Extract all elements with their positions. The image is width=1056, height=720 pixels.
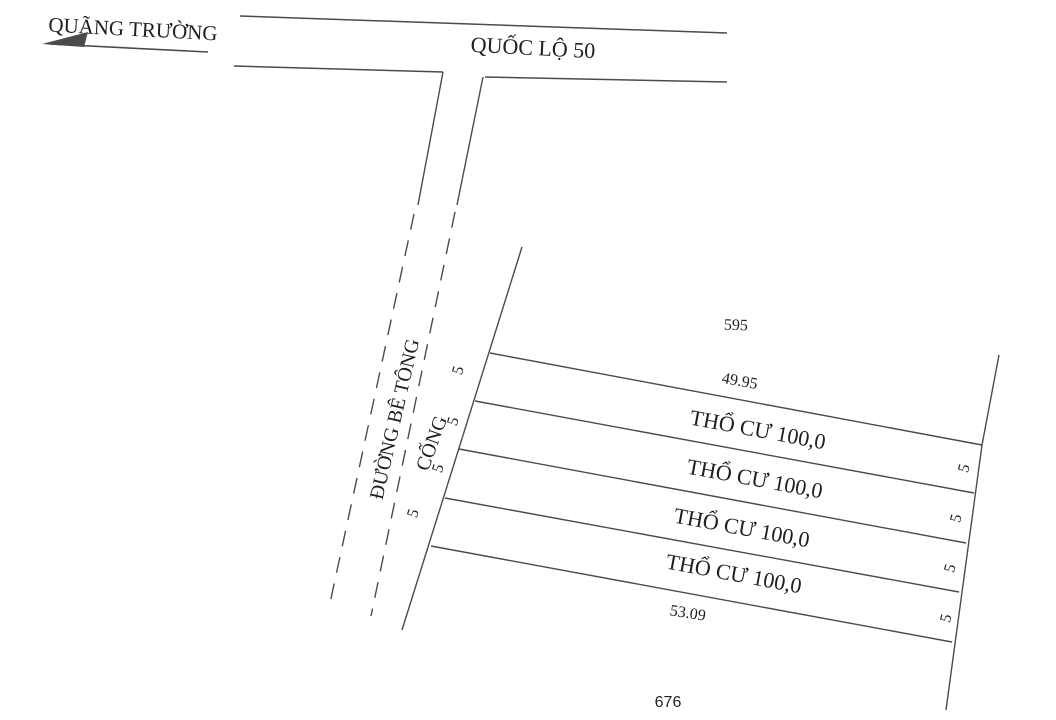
left-arrow-icon — [42, 32, 88, 47]
plot-label: THỔ CƯ 100,0 — [664, 549, 804, 599]
plot-line-5 — [431, 546, 952, 642]
concrete-road-left-edge-solid — [418, 72, 443, 205]
plot-block-left-boundary — [402, 247, 522, 630]
bottom-edge-dimension: 53.09 — [669, 602, 707, 624]
highway-bottom-edge-left — [234, 66, 443, 72]
frontage-mark-right: 5 — [937, 612, 955, 624]
concrete-road-left-edge-dashed — [330, 214, 414, 603]
frontage-mark-right: 5 — [947, 512, 965, 524]
frontage-mark-right: 5 — [955, 462, 973, 474]
plot-block-right-boundary — [946, 355, 999, 710]
frontage-mark-right: 5 — [941, 562, 959, 574]
plot-line-1 — [490, 353, 982, 445]
upper-parcel-number: 595 — [724, 317, 749, 335]
highway-bottom-edge-right — [485, 77, 727, 82]
highway-label: QUỐC LỘ 50 — [470, 32, 596, 63]
frontage-mark-left: 5 — [404, 507, 423, 520]
plot-line-3 — [459, 449, 966, 543]
concrete-road-right-edge-dashed — [371, 212, 455, 616]
top-edge-dimension: 49.95 — [721, 370, 759, 393]
concrete-road-right-edge-solid — [457, 77, 483, 205]
concrete-road-label: ĐƯỜNG BÊ TÔNG — [364, 336, 424, 501]
lower-parcel-number: 676 — [655, 694, 682, 711]
plot-line-4 — [445, 498, 959, 592]
highway-top-edge — [240, 16, 727, 33]
frontage-mark-left: 5 — [449, 364, 468, 377]
plot-line-2 — [475, 401, 974, 493]
